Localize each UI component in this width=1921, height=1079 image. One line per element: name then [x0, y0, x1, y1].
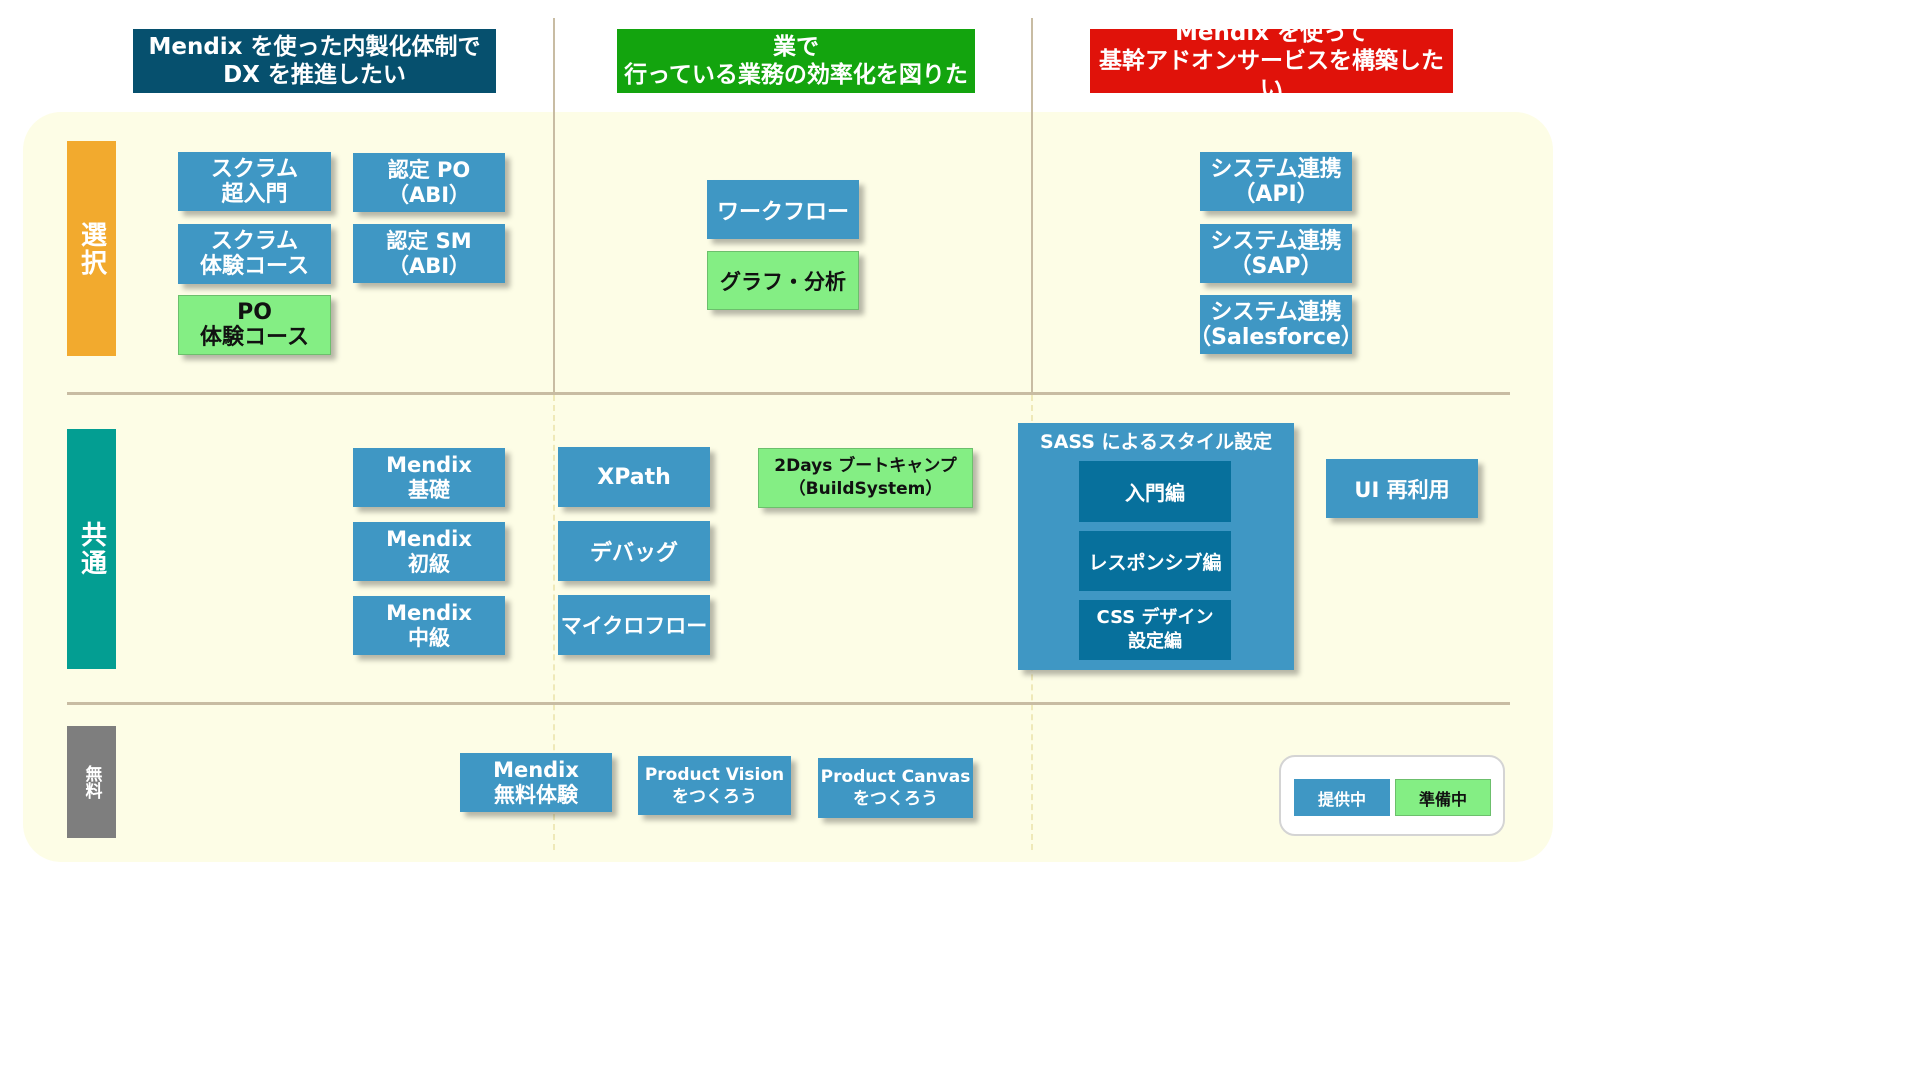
legend: 提供中 準備中 [1279, 755, 1505, 836]
course-scrum-intro[interactable]: スクラム 超入門 [178, 152, 331, 211]
sass-group: SASS によるスタイル設定 入門編 レスポンシブ編 CSS デザイン 設定編 [1018, 423, 1294, 670]
course-mendix-intermediate[interactable]: Mendix 中級 [353, 596, 505, 655]
course-ui-reuse[interactable]: UI 再利用 [1326, 459, 1478, 518]
course-workflow[interactable]: ワークフロー [707, 180, 859, 239]
header-insourcing-dx: Mendix を使った内製化体制で DX を推進したい [133, 29, 496, 93]
legend-preparing: 準備中 [1395, 779, 1491, 816]
course-product-canvas[interactable]: Product Canvas をつくろう [818, 758, 973, 818]
course-bootcamp[interactable]: 2Days ブートキャンプ （BuildSystem） [758, 448, 973, 508]
course-system-integration-salesforce[interactable]: システム連携 （Salesforce） [1189, 295, 1363, 354]
column-divider-2 [1031, 18, 1033, 393]
row-divider-1 [67, 392, 1510, 395]
course-debug[interactable]: デバッグ [558, 521, 710, 581]
column-divider-1 [553, 18, 555, 393]
course-graph-analysis[interactable]: グラフ・分析 [707, 251, 859, 310]
row-divider-2 [67, 702, 1510, 705]
course-mendix-beginner[interactable]: Mendix 初級 [353, 522, 505, 581]
course-sass-intro[interactable]: 入門編 [1079, 461, 1231, 522]
category-select: 選択 [67, 141, 116, 356]
header-core-addon: Mendix を使って 基幹アドオンサービスを構築したい [1090, 20, 1453, 102]
legend-offered: 提供中 [1294, 779, 1390, 816]
course-mendix-free-trial[interactable]: Mendix 無料体験 [460, 753, 612, 812]
course-sass-css-design[interactable]: CSS デザイン 設定編 [1079, 600, 1231, 660]
column-guide-1 [553, 395, 555, 850]
course-certified-po[interactable]: 認定 PO （ABI） [353, 153, 505, 212]
category-common: 共通 [67, 429, 116, 669]
header-efficiency: まずは手元にある Excel や手作業で 行っている業務の効率化を図りたい [617, 6, 975, 116]
course-xpath[interactable]: XPath [558, 447, 710, 507]
course-po-experience[interactable]: PO 体験コース [178, 295, 331, 355]
sass-group-title: SASS によるスタイル設定 [1040, 431, 1272, 453]
course-product-vision[interactable]: Product Vision をつくろう [638, 756, 791, 815]
course-microflow[interactable]: マイクロフロー [558, 595, 710, 655]
course-scrum-experience[interactable]: スクラム 体験コース [178, 224, 331, 284]
course-system-integration-api[interactable]: システム連携 （API） [1200, 152, 1352, 211]
course-mendix-basic[interactable]: Mendix 基礎 [353, 448, 505, 507]
course-system-integration-sap[interactable]: システム連携 （SAP） [1200, 224, 1352, 283]
category-free: 無料 [67, 726, 116, 838]
course-certified-sm[interactable]: 認定 SM （ABI） [353, 224, 505, 283]
course-sass-responsive[interactable]: レスポンシブ編 [1079, 531, 1231, 591]
